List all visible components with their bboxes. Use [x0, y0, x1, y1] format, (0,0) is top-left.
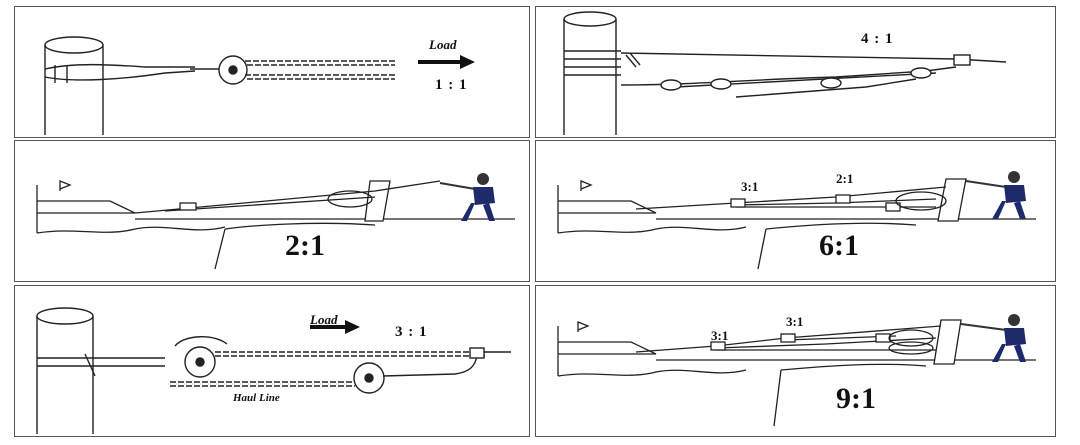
pole [44, 45, 104, 135]
person-pulling [461, 173, 495, 221]
block-c [885, 202, 901, 212]
end-block [953, 54, 971, 66]
panel-6-to-1: 3:1 2:1 6:1 [535, 140, 1056, 282]
bollard [937, 178, 967, 222]
tail-line [735, 78, 917, 98]
tackle-line [134, 180, 441, 214]
block-a [730, 198, 746, 208]
ratio-label: 1 : 1 [435, 77, 468, 93]
block-c [875, 333, 891, 343]
person-pulling [992, 314, 1026, 362]
bollard [364, 180, 391, 222]
haul-line-label: Haul Line [233, 392, 280, 404]
inner-ratio-b: 3:1 [786, 314, 804, 329]
panel-3-drawing [36, 173, 515, 270]
panel-4-to-1: 4 : 1 [535, 6, 1056, 138]
rope-lower [170, 381, 355, 387]
block-b [710, 78, 732, 90]
quay [656, 218, 1036, 270]
lower-line [620, 66, 957, 86]
panel-1-drawing [44, 36, 475, 135]
panel-5-drawing [36, 307, 511, 434]
water-line [36, 226, 226, 234]
panel-3-to-1: Load 3 : 1 Haul Line [14, 285, 530, 437]
quay [135, 218, 515, 270]
panel-2-drawing [563, 11, 1007, 135]
inner-ratio-b: 2:1 [836, 171, 854, 186]
block-c [820, 77, 842, 89]
block-b [835, 194, 851, 204]
panel-9-to-1: 3:1 3:1 9:1 [535, 285, 1056, 437]
pole [36, 316, 94, 434]
tackle-lines [635, 325, 942, 353]
panel-1-to-1: Load 1 : 1 [14, 6, 530, 138]
sling [44, 63, 196, 81]
ratio-label: 6:1 [819, 229, 859, 262]
quay [656, 359, 1036, 427]
block [179, 202, 197, 211]
rope-upper [245, 60, 395, 66]
panel-4-drawing [557, 171, 1036, 270]
ratio-label: 3 : 1 [395, 324, 428, 340]
ratio-label: 9:1 [836, 382, 876, 415]
upper-line [620, 52, 1007, 63]
person-pulling [992, 171, 1026, 219]
water-line [557, 369, 747, 377]
panel-2-to-1: 2:1 [14, 140, 530, 282]
ship-hull [557, 185, 657, 233]
block-d [910, 67, 932, 79]
bollard [933, 319, 962, 365]
block-a [710, 341, 726, 351]
block-b [780, 333, 796, 343]
load-label: Load [429, 37, 457, 52]
water-line [557, 226, 747, 234]
panel-6-drawing [557, 314, 1036, 427]
sling [564, 50, 621, 76]
rope-upper [215, 351, 485, 357]
ratio-label: 2:1 [285, 229, 325, 262]
ratio-label: 4 : 1 [861, 31, 894, 47]
sling [37, 353, 165, 377]
pole [563, 19, 617, 135]
block-a [660, 79, 682, 91]
load-label: Load [310, 312, 338, 327]
inner-ratio-a: 3:1 [711, 328, 729, 343]
ship-hull [557, 326, 657, 376]
ship-hull [36, 185, 136, 233]
pole-top [44, 36, 104, 54]
inner-ratio-a: 3:1 [741, 179, 759, 194]
rope-lower [245, 74, 395, 80]
